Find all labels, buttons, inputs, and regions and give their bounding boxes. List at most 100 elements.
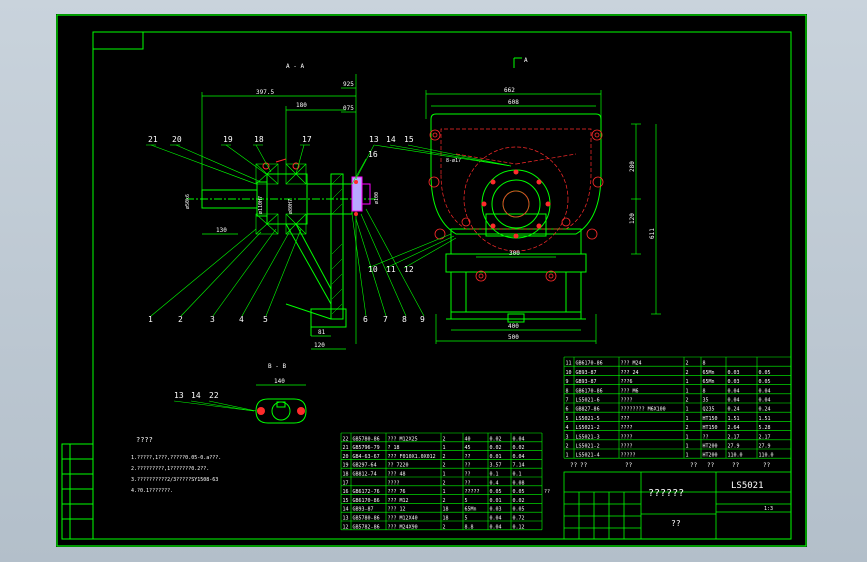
bom-left-cell: 0.02: [513, 445, 525, 451]
side-view: A 662 608 280 120 611: [367, 57, 661, 344]
bom-left-cell: 5: [465, 516, 468, 522]
bom-left-cell: 2: [443, 463, 446, 469]
bom-right-cell: 110.0: [759, 453, 774, 459]
dim-hub-d: ø100: [374, 192, 380, 204]
bom-left-cell: 40: [465, 436, 471, 442]
bom-right-cell: LS5021-5: [576, 416, 600, 422]
bom-left-cell: 0.08: [513, 480, 525, 486]
bom-right-cell: 11: [566, 361, 572, 367]
bom-right-cell: 0.03: [728, 370, 740, 376]
bom-left-cell: GB5780-86: [353, 436, 380, 442]
bom-right-cell: 0.05: [759, 370, 771, 376]
dim-280: 280: [629, 161, 636, 172]
callout-20: 20: [172, 135, 182, 144]
bom-left-cell: 17: [343, 480, 349, 486]
bom-right-cell: 1: [686, 407, 689, 413]
bom-left-cell: 15: [343, 498, 349, 504]
note-4: 4.?0.1???????.: [131, 488, 173, 494]
callout-bb-22: 22: [209, 391, 219, 400]
bom-right-cell: ????: [621, 398, 633, 404]
bom-left-cell: GB5780-86: [353, 516, 380, 522]
bom-left-cell: 16: [343, 489, 349, 495]
note-3: 3.??????????2/3?????SY1508-63: [131, 477, 218, 483]
drawing-scale: 1:3: [764, 506, 773, 512]
callout-bb-13: 13: [174, 391, 184, 400]
bom-left-cell: 21: [343, 445, 349, 451]
dim-3975: 397.5: [256, 89, 274, 96]
bom-right-cell: 1: [566, 453, 569, 459]
bom-right-cell: 1: [686, 434, 689, 440]
callout-15: 15: [404, 135, 414, 144]
bom-right-cell: 65Mn: [703, 379, 715, 385]
bom-right-cell: 1: [686, 416, 689, 422]
bom-right-cell: HT150: [703, 425, 718, 431]
bom-left-cell: 65Mn: [465, 507, 477, 513]
callout-6: 6: [363, 315, 368, 324]
bom-right-cell: ???: [621, 416, 630, 422]
callout-12: 12: [404, 265, 414, 274]
note-1: 1.?????,1???,?????0.05-0.a???.: [131, 455, 221, 461]
bom-left-cell: ??? 12: [388, 507, 406, 513]
callout-8: 8: [402, 315, 407, 324]
callout-16: 16: [368, 150, 378, 159]
bom-right-cell: HT150: [703, 416, 718, 422]
bom-left-cell: 0.05: [513, 489, 525, 495]
bom-left-cell: 0.1: [513, 472, 522, 478]
dim-bore-d1: ø110H7: [258, 196, 264, 214]
bom-right-header-cell: ??: [580, 462, 588, 469]
dim-81: 81: [318, 329, 326, 336]
dim-608: 608: [508, 99, 519, 106]
bom-right-cell: 9: [566, 379, 569, 385]
dim-075: 075: [343, 105, 354, 112]
bom-right-cell: 0.03: [728, 379, 740, 385]
bom-right-cell: LS5021-2: [576, 444, 600, 450]
bom-left-cell: 0.72: [513, 516, 525, 522]
callout-19: 19: [223, 135, 233, 144]
drawing-number: LS5021: [731, 481, 764, 491]
bom-right-header-cell: ??: [707, 462, 715, 469]
bom-left-cell: 0.05: [513, 507, 525, 513]
bom-left-cell: 1: [443, 489, 446, 495]
bom-left-cell: 19: [343, 463, 349, 469]
section-bb-title: B - B: [268, 363, 286, 370]
bom-right-cell: 2: [566, 444, 569, 450]
bom-right-cell: 2: [686, 370, 689, 376]
bom-left-cell: GB4-63-67: [353, 454, 380, 460]
callout-5: 5: [263, 315, 268, 324]
callout-10: 10: [368, 265, 378, 274]
bom-left-cell: 14: [343, 507, 349, 513]
bom-right-cell: 0.04: [728, 398, 740, 404]
bom-left-cell: 1: [443, 472, 446, 478]
bom-left-cell: 2: [443, 524, 446, 530]
bom-right-cell: HT200: [703, 453, 718, 459]
callout-2: 2: [178, 315, 183, 324]
bom-right-header-cell: ??: [570, 462, 578, 469]
bom-right-cell: ????: [621, 444, 633, 450]
bom-right-header-cell: ??: [763, 462, 771, 469]
bom-right-cell: ?????: [621, 453, 636, 459]
bom-left-cell: 22: [343, 436, 349, 442]
bom-left-cell: ??? F010X1.0X012: [388, 454, 436, 460]
notes-title: ????: [136, 436, 153, 444]
callout-1: 1: [148, 315, 153, 324]
dim-500: 500: [508, 334, 519, 341]
dim-400: 400: [508, 323, 519, 330]
bom-right-cell: ??? M24: [621, 361, 642, 367]
bom-left-cell: GB297-64: [353, 463, 377, 469]
bom-right-cell: GB6170-86: [576, 361, 603, 367]
bom-left-cell: 0.03: [490, 507, 502, 513]
bom-right-cell: 5.28: [759, 425, 771, 431]
bom-left-note: ??: [544, 489, 550, 495]
bom-left-cell: 5: [465, 498, 468, 504]
